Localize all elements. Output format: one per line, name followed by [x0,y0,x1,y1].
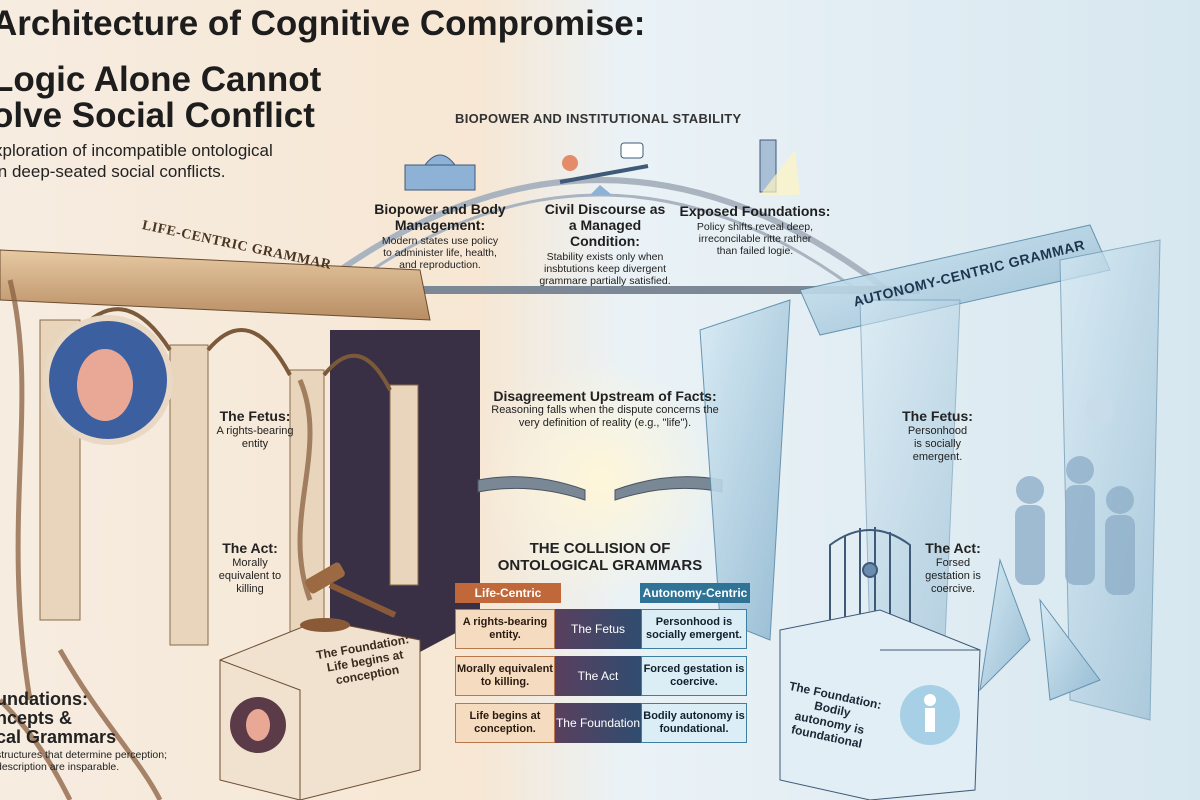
life-cell: A rights-bearing entity. [455,609,555,649]
autonomy-cell: Forced gestation is coercive. [641,656,747,696]
label-text: Forsed gestation is coercive. [925,557,981,595]
column-text: Modern states use policy to administer l… [381,235,499,271]
autonomy-centric-glass [699,224,1161,721]
label-title: The Fetus: [902,408,973,424]
life-centric-header: Life-Centric [455,583,561,603]
disagreement-callout: Disagreement Upstream of Facts: Reasonin… [480,388,730,430]
foundation-box-right [779,609,981,800]
right-fetus-label: The Fetus: Personhood is socially emerge… [900,408,975,464]
left-act-label: The Act: Morally equivalent to killing [210,540,290,596]
autonomy-cell: Bodily autonomy is foundational. [641,703,747,743]
left-fetus-label: The Fetus: A rights-bearing entity [205,408,305,451]
autonomy-cell: Personhood is socially emergent. [641,609,747,649]
column-civil-discourse: Civil Discourse as a Managed Condition: … [520,201,690,287]
column-title: Biopower and Body Management: [374,201,506,233]
autonomy-centric-header: Autonomy-Centric [640,583,750,603]
topic-cell: The Act [555,656,641,696]
column-biopower: Biopower and Body Management: Modern sta… [355,201,525,271]
topic-cell: The Fetus [555,609,641,649]
column-title: Civil Discourse as a Managed Condition: [544,201,666,249]
section-heading: BIOPOWER AND INSTITUTIONAL STABILITY [455,111,742,126]
callout-title: Disagreement Upstream of Facts: [493,388,717,404]
label-title: The Fetus: [219,408,291,424]
label-text: Personhood is socially emergent. [907,425,968,463]
gavel-icon [300,562,397,632]
comparison-row: A rights-bearing entity. The Fetus Perso… [455,609,747,649]
caption-text-line: structures that determine perception; [0,749,168,761]
column-title: Exposed Foundations: [679,203,831,219]
label-text: A rights-bearing entity [216,425,294,450]
caption-text-line: description are insparable. [0,761,120,773]
life-cell: Life begins at conception. [455,703,555,743]
collision-title-line: ONTOLOGICAL GRAMMARS [497,557,703,574]
collision-title-line: THE COLLISION OF [529,540,671,557]
capitol-building-icon [404,154,476,191]
caption-title-line: ncepts & [0,708,73,728]
fetus-womb-icon [43,315,173,445]
column-exposed-foundations: Exposed Foundations: Policy shifts revea… [670,203,840,257]
seesaw-speech-bubble-icon [559,142,649,195]
title-line: Logic Alone Cannot [0,60,322,99]
subtitle: xploration of incompatible ontological i… [0,140,273,182]
foundations-caption: undations: ncepts & cal Grammars structu… [0,689,168,774]
cracked-pillar-spotlight-icon [759,139,800,195]
subtitle-line: xploration of incompatible ontological [0,141,273,160]
title-line: Architecture of Cognitive Compromise: [0,4,646,43]
caption-title-line: cal Grammars [0,727,117,747]
title-line: olve Social Conflict [0,96,315,135]
label-title: The Act: [925,540,981,556]
caption-title-line: undations: [0,689,88,709]
comparison-row: Morally equivalent to killing. The Act F… [455,656,747,696]
topic-cell: The Foundation [555,703,641,743]
collision-title: THE COLLISION OF ONTOLOGICAL GRAMMARS [470,540,730,574]
right-act-label: The Act: Forsed gestation is coercive. [918,540,988,596]
comparison-row: Life begins at conception. The Foundatio… [455,703,747,743]
subtitle-line: in deep-seated social conflicts. [0,162,226,181]
label-text: Morally equivalent to killing [218,557,282,595]
life-cell: Morally equivalent to killing. [455,656,555,696]
callout-text: Reasoning falls when the dispute concern… [491,404,719,429]
column-text: Stability exists only when insbtutions k… [539,251,671,287]
life-centric-arches [0,249,431,800]
page-title: Architecture of Cognitive Compromise: Lo… [0,6,645,134]
label-title: The Act: [222,540,278,556]
column-text: Policy shifts reveal deep, irreconcilabl… [696,221,814,257]
crowd-figures [1015,396,1135,595]
